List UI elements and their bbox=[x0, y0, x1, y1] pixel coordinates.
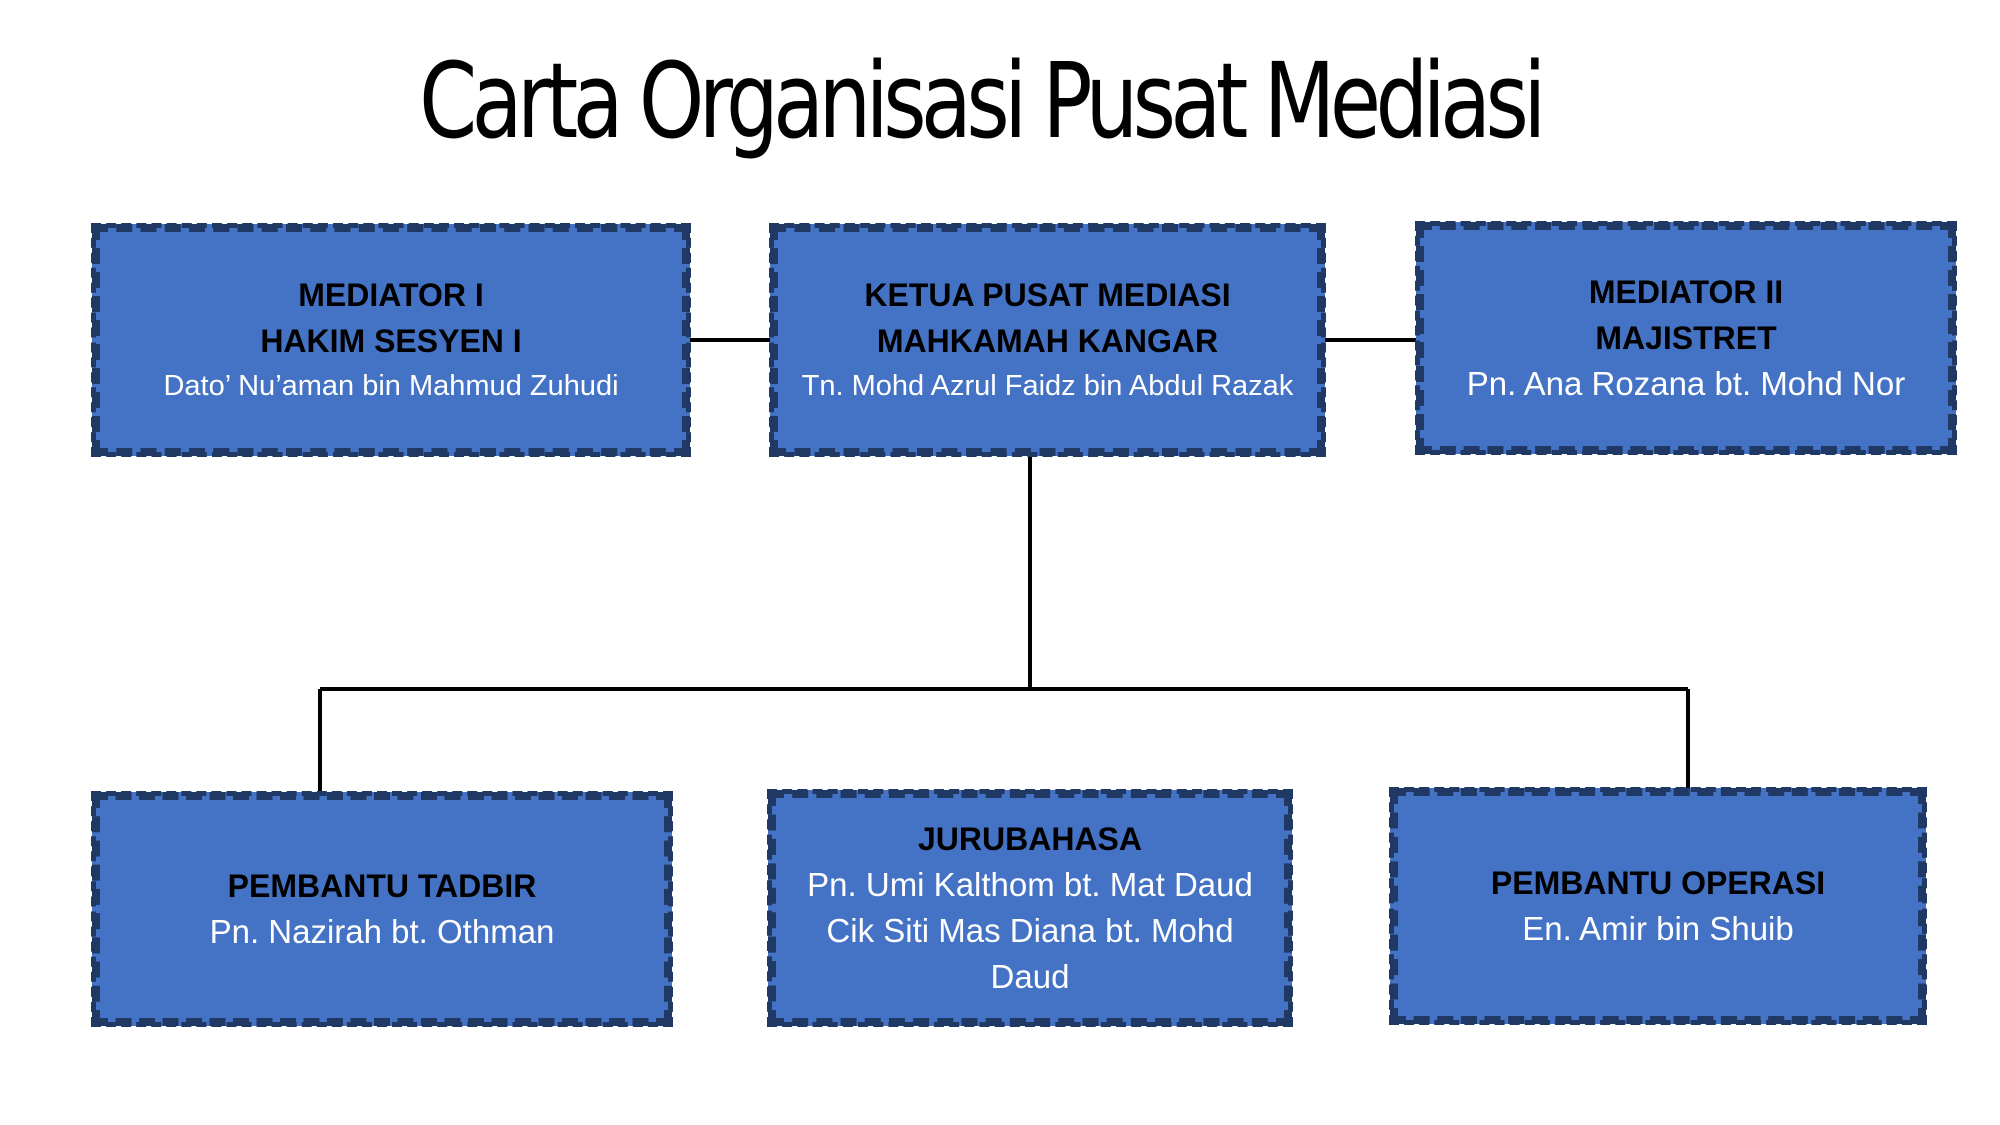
box-pembantu-tadbir: PEMBANTU TADBIR Pn. Nazirah bt. Othman bbox=[91, 791, 673, 1027]
chart-title: Carta Organisasi Pusat Mediasi bbox=[419, 40, 1546, 162]
name-jurubahasa-3: Daud bbox=[990, 958, 1070, 995]
box-jurubahasa: JURUBAHASA Pn. Umi Kalthom bt. Mat Daud … bbox=[767, 789, 1293, 1027]
role-jurubahasa: JURUBAHASA bbox=[917, 821, 1142, 857]
box-mediator-2: MEDIATOR II MAJISTRET Pn. Ana Rozana bt.… bbox=[1415, 221, 1957, 455]
role-pembantu-tadbir: PEMBANTU TADBIR bbox=[227, 868, 537, 904]
box-pembantu-operasi: PEMBANTU OPERASI En. Amir bin Shuib bbox=[1389, 787, 1927, 1025]
name-mediator-1: Dato’ Nu’aman bin Mahmud Zuhudi bbox=[163, 370, 619, 402]
box-mediator-1: MEDIATOR I HAKIM SESYEN I Dato’ Nu’aman … bbox=[91, 223, 691, 457]
role-pembantu-operasi: PEMBANTU OPERASI bbox=[1490, 865, 1826, 901]
name-pembantu-tadbir: Pn. Nazirah bt. Othman bbox=[209, 913, 555, 950]
role-mahkamah: MAHKAMAH KANGAR bbox=[876, 323, 1219, 359]
role-majistret: MAJISTRET bbox=[1595, 320, 1777, 356]
name-mediator-2: Pn. Ana Rozana bt. Mohd Nor bbox=[1466, 365, 1906, 402]
name-jurubahasa-2: Cik Siti Mas Diana bt. Mohd bbox=[826, 912, 1234, 949]
role-mediator-2: MEDIATOR II bbox=[1588, 274, 1784, 310]
name-pembantu-operasi: En. Amir bin Shuib bbox=[1522, 910, 1794, 947]
role-mediator-1: MEDIATOR I bbox=[298, 277, 484, 313]
name-jurubahasa-1: Pn. Umi Kalthom bt. Mat Daud bbox=[807, 866, 1253, 903]
role-ketua: KETUA PUSAT MEDIASI bbox=[864, 277, 1231, 313]
role-hakim-sesyen: HAKIM SESYEN I bbox=[260, 323, 522, 359]
name-ketua: Tn. Mohd Azrul Faidz bin Abdul Razak bbox=[801, 370, 1294, 402]
box-ketua-pusat-mediasi: KETUA PUSAT MEDIASI MAHKAMAH KANGAR Tn. … bbox=[769, 223, 1326, 457]
